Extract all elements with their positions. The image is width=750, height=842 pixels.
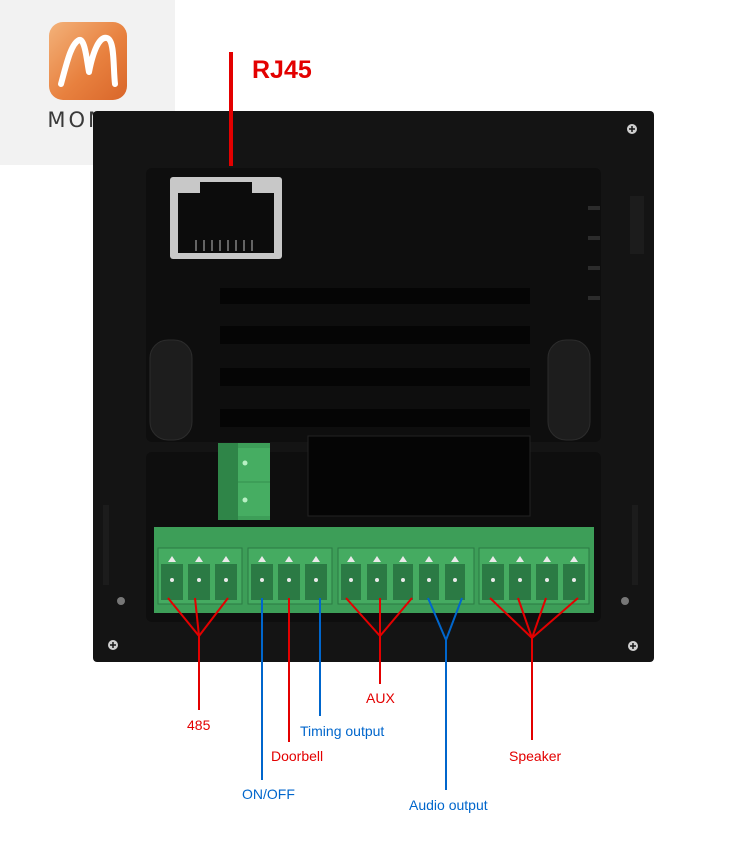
audio-output-callout-lines <box>427 597 463 790</box>
speaker-callout-lines <box>489 597 579 740</box>
terminal-block-485-icon <box>157 547 243 605</box>
momo-logo-mark <box>49 22 127 100</box>
rs485-label: 485 <box>187 717 211 733</box>
timing-output-label: Timing output <box>300 723 385 739</box>
recessed-block <box>307 435 531 517</box>
speaker-label: Speaker <box>509 748 562 764</box>
logo-m-glyph <box>58 34 118 87</box>
aux-callout-lines <box>345 597 413 684</box>
terminal-arrow-icons <box>168 556 578 562</box>
screw-icon <box>108 124 638 651</box>
left-groove <box>103 505 109 585</box>
on-off-label: ON/OFF <box>242 786 295 802</box>
vent-bars <box>220 288 530 427</box>
two-pin-power-connector-icon <box>218 443 270 520</box>
terminal-block-aux-audio-icon <box>337 547 475 605</box>
aux-label: AUX <box>366 690 395 706</box>
terminal-block-speaker-icon <box>478 547 590 605</box>
audio-output-label: Audio output <box>409 797 488 813</box>
terminal-block-onoff-doorbell-timing-icon <box>247 547 333 605</box>
left-slot <box>149 339 193 441</box>
doorbell-label: Doorbell <box>271 748 324 764</box>
rj45-label: RJ45 <box>252 56 312 84</box>
right-groove <box>632 505 638 585</box>
rs485-callout-lines <box>167 597 229 710</box>
brand-logo: MOMO <box>0 0 175 165</box>
right-slot <box>547 339 591 441</box>
rj45-port-icon <box>170 177 282 259</box>
right-vent-ticks <box>588 206 600 300</box>
right-side-notch <box>630 196 644 254</box>
